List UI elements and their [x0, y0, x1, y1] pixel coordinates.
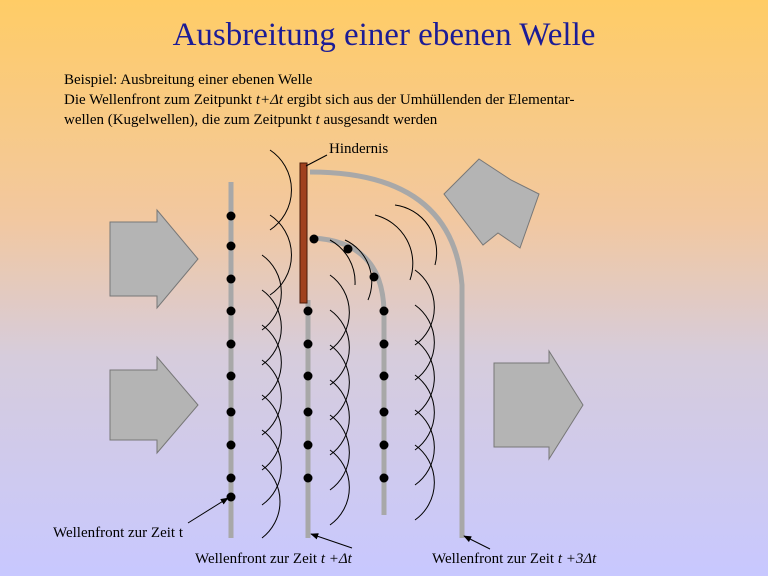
label-front-t3: Wellenfront zur Zeit t +3Δt	[432, 551, 596, 568]
source-point	[379, 407, 389, 417]
source-point	[379, 440, 389, 450]
elementary-wave	[261, 429, 282, 506]
source-point	[226, 211, 236, 221]
label-front-t: Wellenfront zur Zeit t	[53, 525, 183, 541]
source-point	[226, 241, 236, 251]
elementary-wave	[414, 444, 435, 521]
elementary-wave	[329, 344, 350, 421]
elementary-wave	[414, 374, 435, 451]
intro-line-2-b: ergibt sich aus der Umhüllenden der Elem…	[283, 92, 575, 108]
elementary-wave	[344, 239, 373, 301]
source-point	[226, 492, 236, 502]
source-point	[379, 339, 389, 349]
source-point	[343, 244, 353, 254]
pointer-front-t1	[310, 533, 353, 549]
elementary-wave	[414, 339, 435, 416]
label-front-t3-var: t +3Δt	[557, 551, 597, 567]
label-front-t1-prefix: Wellenfront zur Zeit	[195, 551, 321, 567]
elementary-wave	[261, 289, 282, 366]
source-point	[226, 306, 236, 316]
elementary-wave	[269, 149, 292, 231]
source-point	[226, 371, 236, 381]
source-point	[309, 234, 319, 244]
source-point	[226, 473, 236, 483]
elementary-wave	[329, 274, 350, 351]
elementary-wave	[414, 409, 435, 486]
label-front-t1: Wellenfront zur Zeit t +Δt	[195, 551, 352, 568]
elementary-wave	[329, 379, 350, 456]
elementary-wave	[329, 414, 350, 491]
elementary-wave	[374, 214, 414, 281]
wavefront-t3	[309, 169, 465, 538]
elementary-wave	[261, 464, 281, 539]
elementary-wave	[261, 324, 282, 401]
source-point	[379, 371, 389, 381]
elementary-wave	[414, 269, 435, 346]
source-point	[303, 371, 313, 381]
wavefront-t2	[312, 235, 387, 515]
elementary-wave	[269, 214, 292, 296]
intro-line-1: Beispiel: Ausbreitung einer ebenen Welle	[64, 72, 313, 88]
source-point	[226, 440, 236, 450]
source-point	[379, 306, 389, 316]
source-point	[303, 407, 313, 417]
elementary-wave	[329, 309, 350, 386]
slide-title: Ausbreitung einer ebenen Welle	[172, 17, 596, 53]
label-obstacle: Hindernis	[329, 141, 389, 157]
label-front-t1-var: t +Δt	[320, 551, 352, 567]
source-point	[303, 473, 313, 483]
source-point	[303, 306, 313, 316]
pointer-front-t	[187, 497, 229, 524]
source-point	[226, 339, 236, 349]
elementary-wave	[261, 394, 282, 471]
elementary-wave	[329, 239, 356, 286]
source-point	[369, 272, 379, 282]
source-point	[226, 407, 236, 417]
source-points	[226, 211, 389, 502]
elementary-wave	[414, 304, 435, 381]
elementary-wave	[329, 449, 350, 526]
intro-line-2-var: t+Δt	[255, 92, 284, 108]
pointer-front-t3	[463, 535, 491, 550]
elementary-waves	[261, 149, 438, 539]
intro-line-2-a: Die Wellenfront zum Zeitpunkt	[64, 92, 256, 108]
obstacle-bar	[299, 162, 308, 304]
intro-text: Beispiel: Ausbreitung einer ebenen Welle…	[64, 70, 704, 130]
source-point	[303, 440, 313, 450]
arrow-left-upper	[109, 208, 199, 310]
source-point	[303, 339, 313, 349]
source-point	[379, 473, 389, 483]
arrow-left-lower	[109, 355, 199, 455]
intro-line-2: Die Wellenfront zum Zeitpunkt t+Δt ergib…	[64, 90, 704, 110]
elementary-wave	[394, 204, 438, 266]
elementary-wave	[261, 254, 282, 331]
intro-line-3-var: t	[315, 112, 320, 128]
pointer-obstacle	[305, 154, 328, 167]
intro-line-3: wellen (Kugelwellen), die zum Zeitpunkt …	[64, 110, 704, 130]
label-front-t3-prefix: Wellenfront zur Zeit	[432, 551, 558, 567]
intro-line-3-a: wellen (Kugelwellen), die zum Zeitpunkt	[64, 112, 316, 128]
intro-line-3-b: ausgesandt werden	[319, 112, 438, 128]
elementary-wave	[261, 359, 282, 436]
source-point	[226, 274, 236, 284]
arrow-diagonal	[443, 158, 540, 249]
arrow-right	[493, 349, 584, 461]
